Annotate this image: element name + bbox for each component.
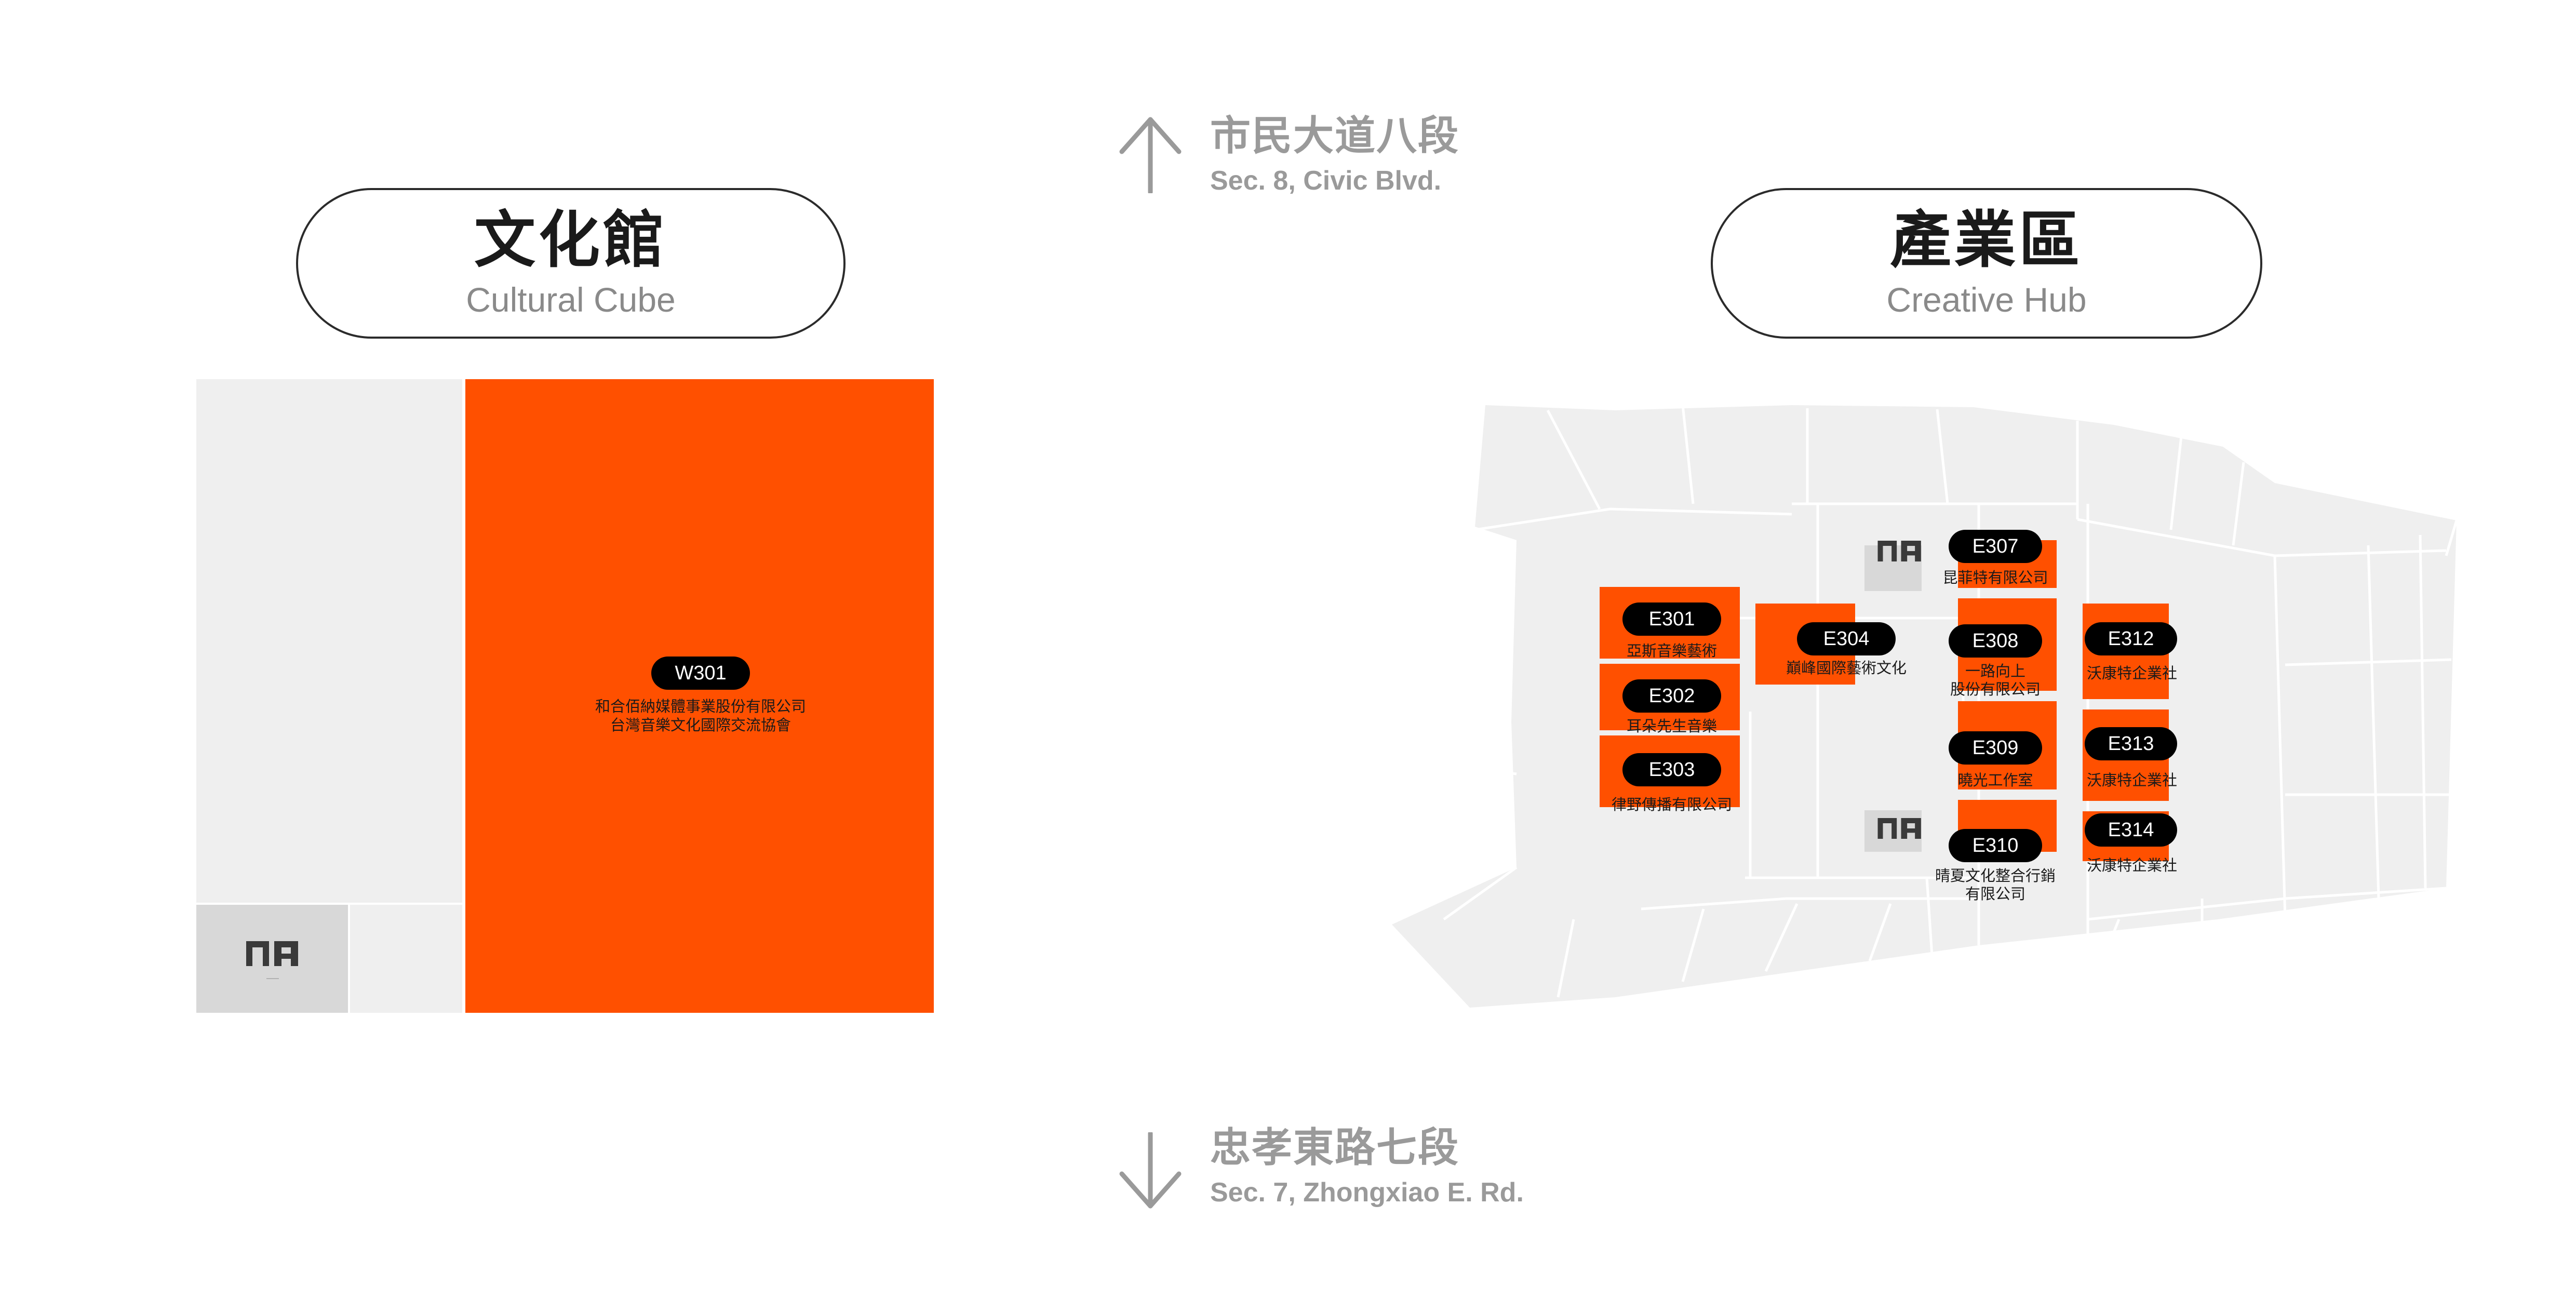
booth-e301-name: 亞斯音樂藝術 — [1626, 643, 1717, 660]
creative-hub-title-en: Creative Hub — [1886, 280, 2087, 319]
south-street-name: 忠孝東路七段 — [1210, 1124, 1460, 1170]
facility-caption: —— — [266, 974, 279, 982]
booth-e313-name: 沃康特企業社 — [2086, 772, 2177, 789]
booth-e307-code[interactable]: E307 — [1949, 530, 2042, 563]
booth-e310-line1: 晴夏文化整合行銷 — [1935, 868, 2056, 885]
cultural-cube-title-en: Cultural Cube — [466, 280, 676, 319]
accessible-restroom-icon — [1877, 818, 1921, 839]
accessible-restroom-icon — [246, 941, 298, 966]
booth-w301-area[interactable] — [465, 379, 934, 1013]
booth-e303-name: 律野傳播有限公司 — [1611, 797, 1732, 813]
booth-e307-name: 昆菲特有限公司 — [1942, 570, 2048, 586]
cultural-cube-title: 文化館 Cultural Cube — [296, 188, 846, 339]
booth-e308-code[interactable]: E308 — [1949, 624, 2042, 658]
booth-w301-line1: 和合佰納媒體事業股份有限公司 — [595, 699, 806, 715]
booth-e308-line2: 股份有限公司 — [1950, 681, 2041, 698]
booth-w301-code[interactable]: W301 — [651, 657, 750, 690]
booth-e302-name: 耳朵先生音樂 — [1626, 718, 1717, 735]
arrow-down-icon — [1119, 1132, 1182, 1209]
booth-e303-code[interactable]: E303 — [1622, 753, 1721, 786]
cultural-cube-title-zh: 文化館 — [474, 206, 667, 275]
north-street-name-en: Sec. 8, Civic Blvd. — [1210, 166, 1442, 196]
booth-e312-code[interactable]: E312 — [2085, 622, 2177, 655]
booth-e312-name: 沃康特企業社 — [2086, 665, 2177, 682]
booth-e314-code[interactable]: E314 — [2085, 813, 2177, 847]
booth-e302-code[interactable]: E302 — [1622, 679, 1721, 713]
booth-w301-line2: 台灣音樂文化國際交流協會 — [610, 717, 791, 734]
booth-e310-code[interactable]: E310 — [1949, 829, 2042, 862]
booth-e304-name: 巔峰國際藝術文化 — [1786, 660, 1907, 677]
arrow-up-icon — [1119, 117, 1182, 193]
creative-hub-floorplan — [1392, 405, 2457, 1008]
creative-hub-title: 產業區 Creative Hub — [1711, 188, 2262, 339]
south-street-name-en: Sec. 7, Zhongxiao E. Rd. — [1210, 1177, 1524, 1208]
booth-e313-code[interactable]: E313 — [2085, 727, 2177, 760]
booth-e309-code[interactable]: E309 — [1949, 731, 2042, 765]
cultural-cube-floorplan — [196, 379, 934, 1013]
creative-hub-title-zh: 產業區 — [1889, 206, 2083, 275]
booth-e314-name: 沃康特企業社 — [2086, 858, 2177, 874]
booth-e310-line2: 有限公司 — [1965, 886, 2025, 903]
booth-e301-code[interactable]: E301 — [1622, 602, 1721, 636]
accessible-restroom-icon — [1877, 541, 1921, 561]
north-street-name: 市民大道八段 — [1210, 113, 1460, 158]
booth-e309-name: 曉光工作室 — [1957, 772, 2033, 789]
booth-e304-code[interactable]: E304 — [1797, 622, 1896, 655]
booth-e308-line1: 一路向上 — [1965, 663, 2025, 680]
